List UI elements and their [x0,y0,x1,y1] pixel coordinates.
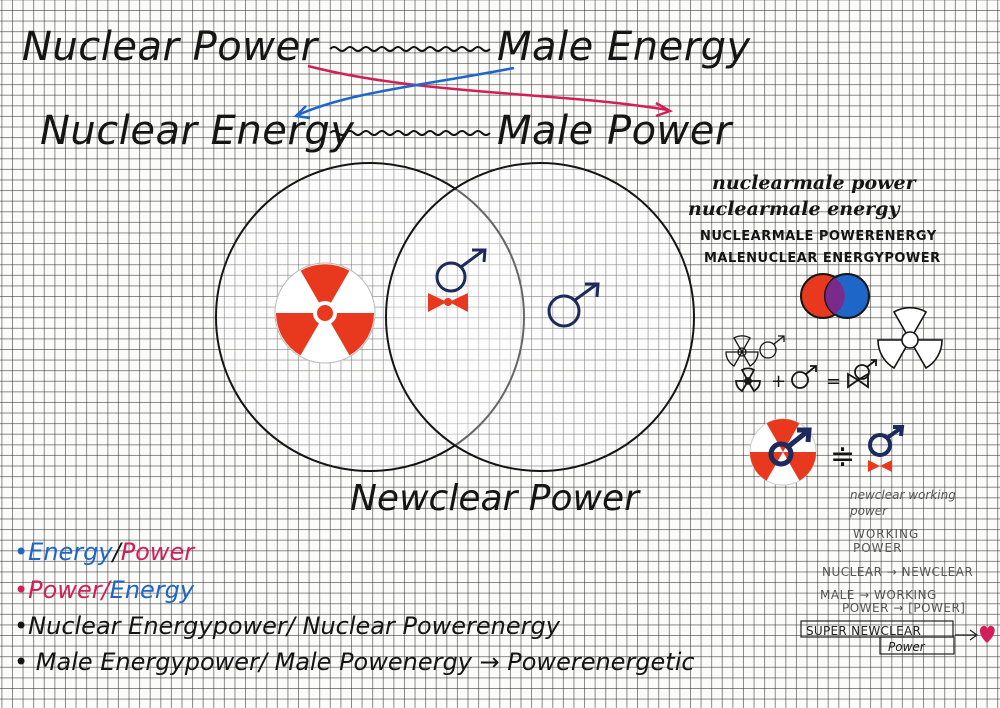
pencil-note-power: Power [888,640,925,654]
note-nuclearmale-powerenergy: NUCLEARMALE POWERENERGY [700,229,937,244]
pencil-note-6: MALE → WORKING [820,588,937,602]
note-malenuclear-energypower: MALENUCLEAR ENERGYPOWER [704,251,941,266]
title-male-power: Male Power [497,108,732,154]
pencil-note-7: POWER → [POWER] [842,601,966,615]
legend-item-2: •Power/Energy [14,576,194,604]
title-male-energy: Male Energy [497,24,751,70]
equation-row [735,359,877,393]
blue-cross-arrow [297,66,515,117]
pencil-note-4: POWER [853,541,903,555]
male-symbol-icon-right [547,282,600,328]
title-nuclear-power: Nuclear Power [22,24,318,70]
trefoil-male-combo-icon [749,418,817,486]
male-symbol-icon [435,248,487,293]
legend-power-pink: Power [120,538,195,566]
pencil-note-super-newclear: SUPER NEWCLEAR [806,624,922,638]
equation-trefoil-small [725,335,785,367]
pink-arrowhead [655,101,673,118]
pencil-note-3: WORKING [853,527,920,541]
super-newclear-box [800,620,954,638]
blue-arrowhead [293,105,311,120]
wavy-connector-bottom [329,130,491,136]
pink-cross-arrow [307,64,669,112]
legend-power-pink-2: Power [28,576,102,604]
pencil-note-1: newclear working [850,488,956,502]
equation-plus: + [771,371,786,392]
legend-item-3: •Nuclear Energypower/ Nuclear Powerenerg… [14,612,560,640]
legend-bullet-1: • [14,538,29,566]
arrow-to-heart [955,629,979,641]
legend-item-4: • Male Energypower/ Male Powenergy → Pow… [14,648,695,676]
newclear-power-caption: Newclear Power [350,478,639,519]
venn-circle-right [385,162,695,472]
venn-diagram-icon [800,273,870,319]
note-nuclearmale-energy: nuclearmale energy [688,198,900,220]
radiation-trefoil-icon [274,262,376,364]
note-nuclearmale-power: nuclearmale power [712,172,916,194]
legend-bullet-2: • [14,576,29,604]
legend-energy-blue: Energy [28,538,113,566]
pencil-note-2: power [850,504,888,518]
bow-tie-icon [428,293,468,312]
legend-sep-1: / [112,538,121,566]
legend-item-1: •Energy/Power [14,538,194,566]
equation-equals: = [826,371,841,392]
approx-equal-sign: ≑ [830,439,855,474]
wavy-connector-top [329,46,491,52]
outlined-trefoil-icon [877,306,943,370]
legend-sep-2: / [101,576,110,604]
legend-energy-blue-2: Energy [109,576,195,604]
heart-icon [979,625,995,643]
title-nuclear-energy: Nuclear Energy [40,108,355,154]
pencil-note-5: NUCLEAR → NEWCLEAR [822,565,974,579]
male-bowtie-icon [868,425,905,472]
power-box [879,636,955,655]
